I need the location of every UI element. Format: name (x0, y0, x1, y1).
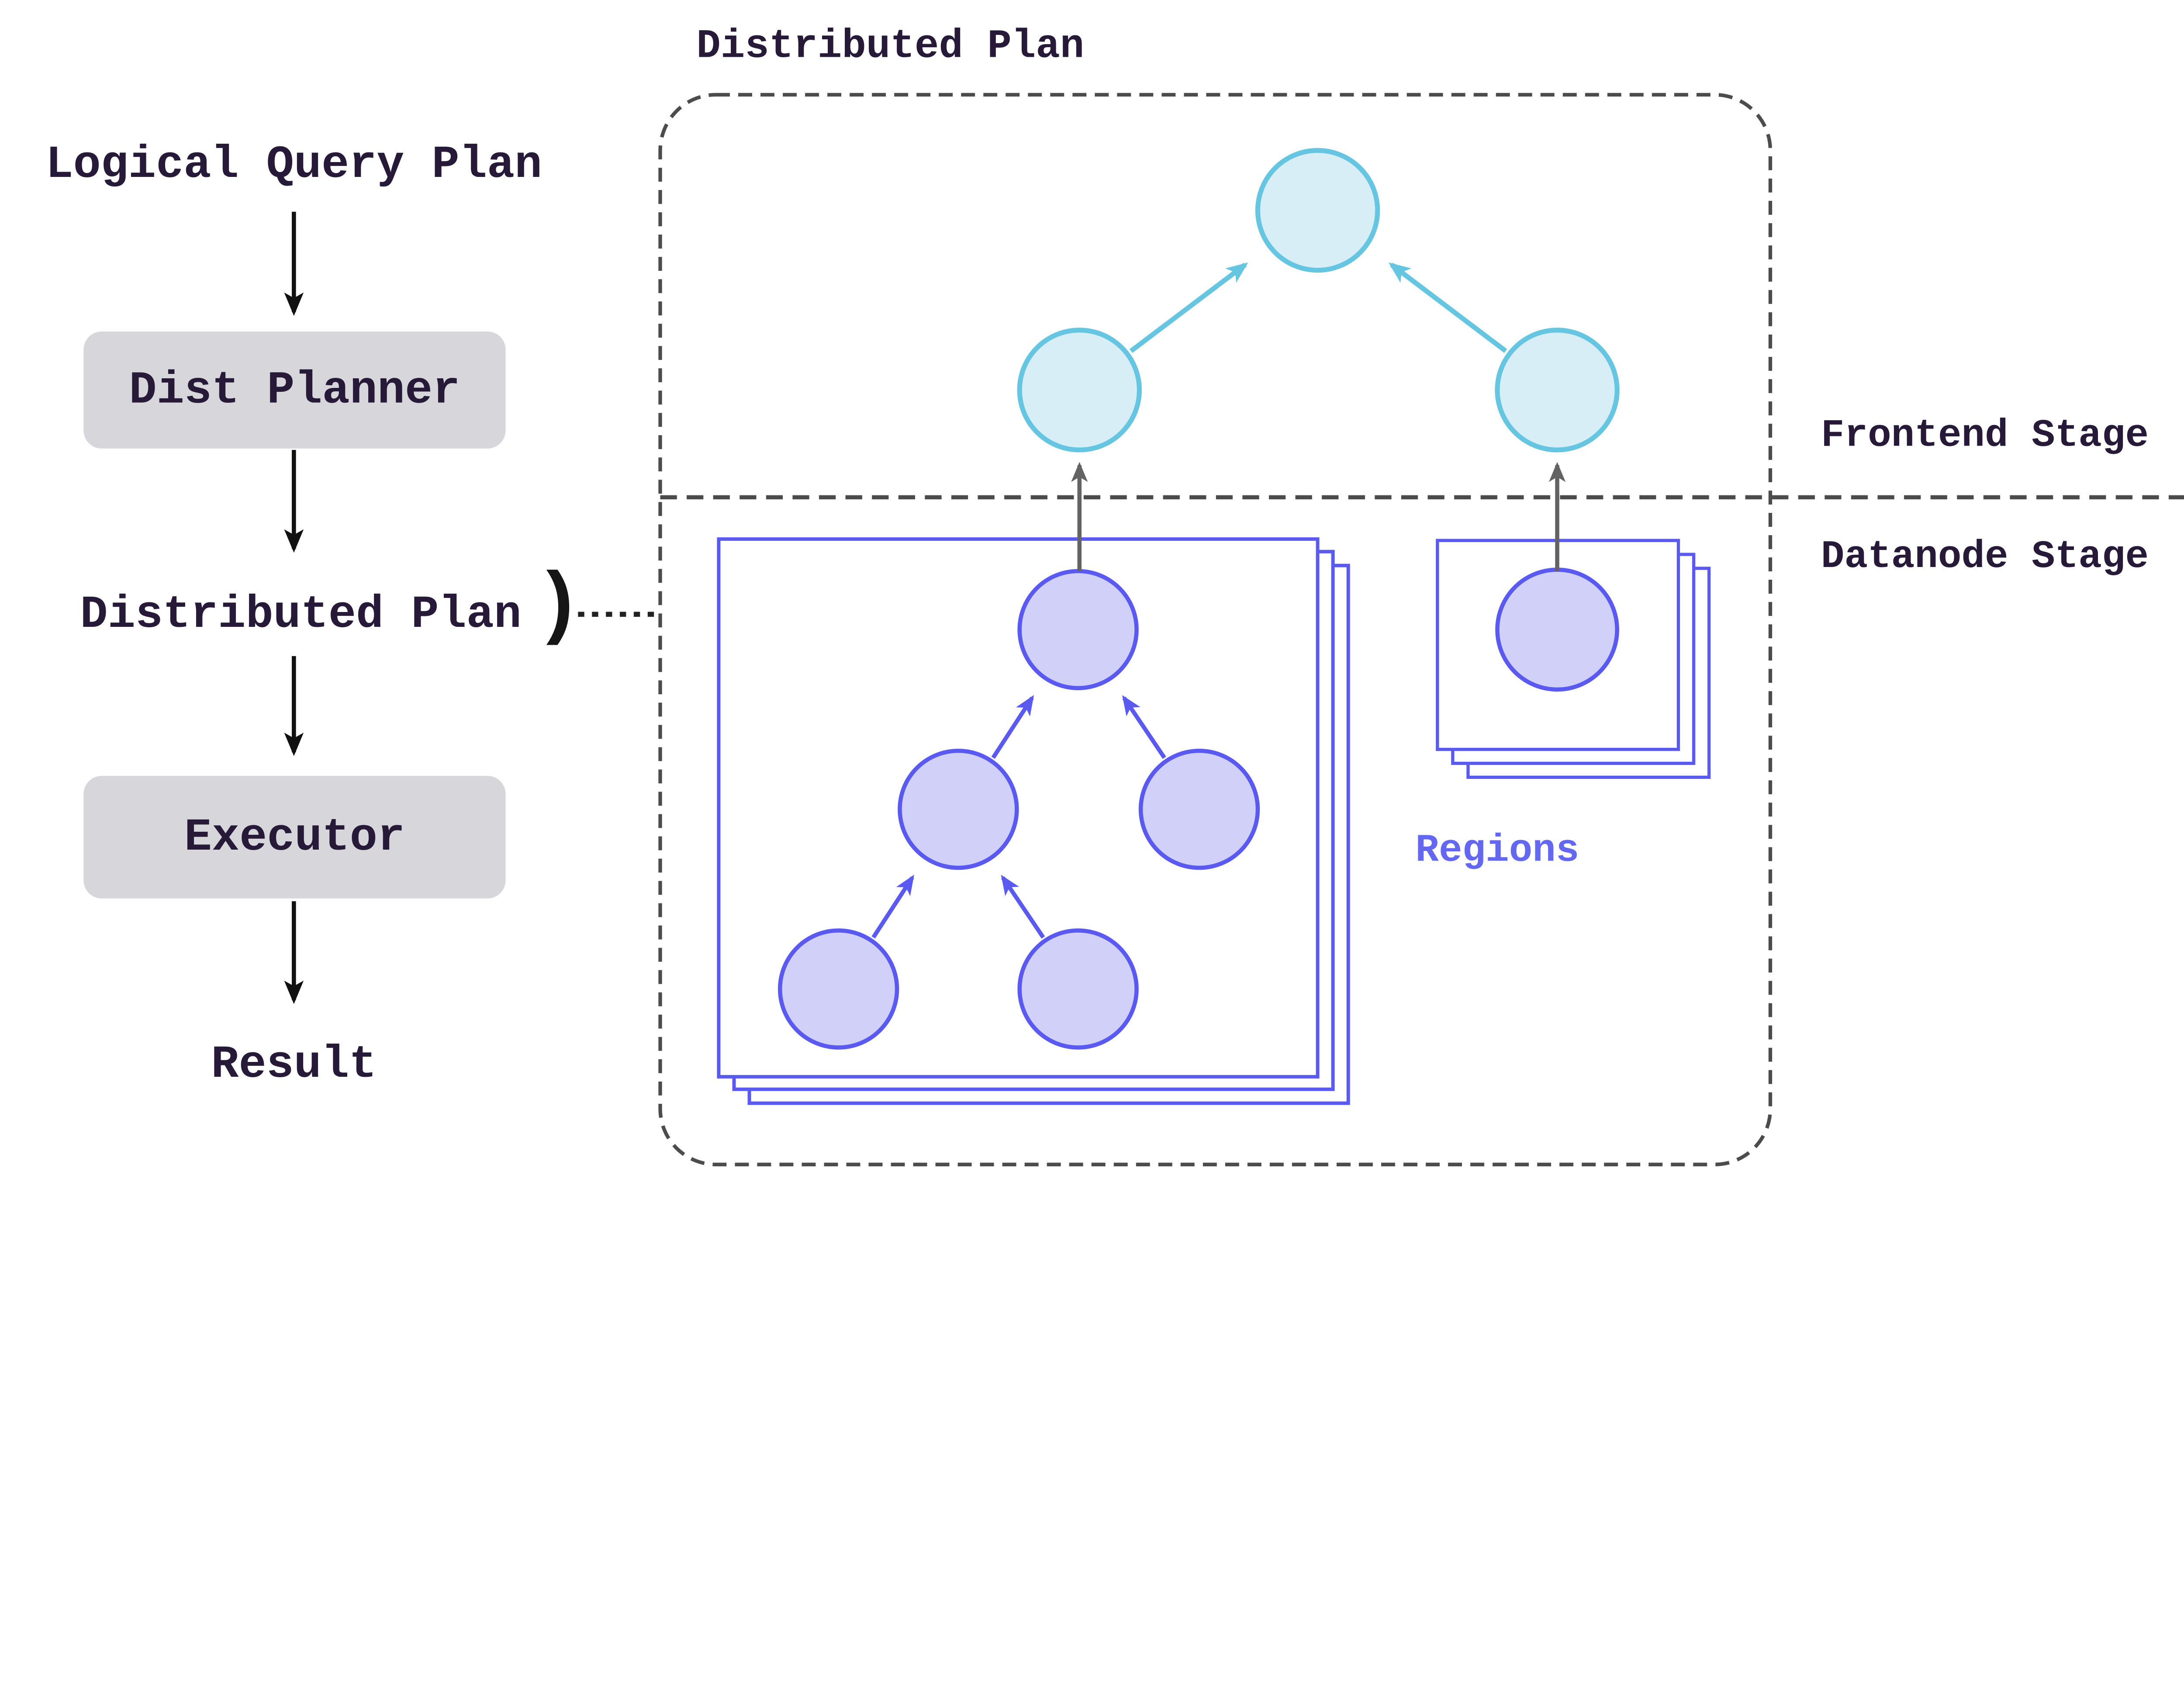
executor-label: Executor (184, 811, 405, 863)
frontend-edge-left-to-root (1129, 262, 1248, 353)
frontend-root-node (1255, 148, 1380, 273)
boundary-dashed-box (658, 93, 1773, 1166)
frontend-worker-left-node (1017, 328, 1142, 453)
datanode-edge-midright-to-root (1122, 695, 1166, 759)
datanode-plan-leaf-left-node (778, 928, 899, 1050)
diagram-shapes (284, 93, 2184, 1166)
datanode-edge-leafleft-to-midleft (871, 875, 914, 939)
datanode-right-region-node (1495, 567, 1619, 692)
distributed-plan-boundary (658, 93, 2184, 1166)
datanode-edge-leafright-to-midleft (1001, 875, 1045, 939)
executor-box: Executor (83, 776, 506, 899)
datanode-edge-midleft-to-root (991, 695, 1034, 759)
frontend-worker-right-node (1495, 328, 1620, 453)
regions-label: Regions (1415, 830, 1579, 874)
frontend-edge-right-to-root (1388, 262, 1507, 353)
distributed-plan-intermediate-label: Distributed Plan (80, 589, 522, 641)
dist-planner-box: Dist Planner (83, 331, 506, 449)
datanode-plan-mid-right-node (1138, 748, 1260, 870)
datanode-plan-mid-left-node (898, 748, 1019, 870)
distributed-plan-title: Distributed Plan (696, 24, 1085, 70)
frontend-stage-tree (1017, 148, 1620, 453)
dist-planner-label: Dist Planner (129, 364, 460, 416)
diagram-canvas: Logical Query Plan Dist Planner Distribu… (45, 24, 2184, 1166)
logical-query-plan-label: Logical Query Plan (45, 139, 543, 191)
datanode-left-plan-tree (778, 569, 1260, 1050)
frontend-stage-label: Frontend Stage (1821, 415, 2149, 459)
result-label: Result (211, 1039, 377, 1091)
datanode-plan-leaf-right-node (1017, 928, 1139, 1050)
datanode-plan-root-node (1017, 569, 1139, 691)
distributed-plan-brace: ) (534, 563, 583, 653)
stage-connectors (1071, 462, 1566, 571)
datanode-stage-label: Datanode Stage (1821, 536, 2149, 580)
